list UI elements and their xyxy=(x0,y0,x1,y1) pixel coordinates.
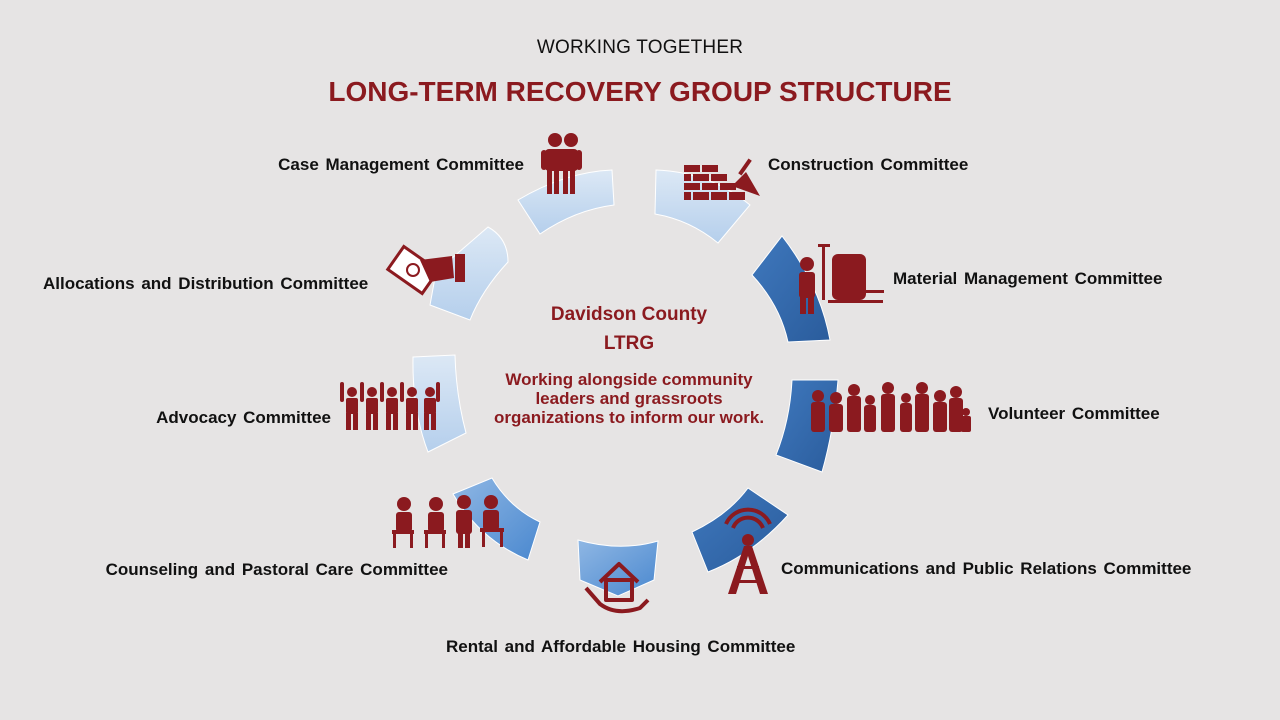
hand-holding-house-icon xyxy=(584,562,650,614)
raised-hands-group-icon xyxy=(340,382,440,430)
label-case-management: Case Management Committee xyxy=(278,155,524,174)
center-abbreviation: LTRG xyxy=(603,333,655,354)
hand-money-icon xyxy=(385,244,465,296)
segment-allocations xyxy=(429,226,509,321)
segment-housing xyxy=(577,539,659,597)
label-advocacy: Advocacy Committee xyxy=(156,408,331,427)
diagram-subtitle: WORKING TOGETHER xyxy=(536,37,744,58)
label-construction: Construction Committee xyxy=(768,155,969,174)
radio-tower-icon xyxy=(724,507,772,594)
label-counseling: Counseling and Pastoral Care Committee xyxy=(105,560,448,579)
diagram-title: LONG-TERM RECOVERY GROUP STRUCTURE xyxy=(328,76,952,107)
label-volunteer: Volunteer Committee xyxy=(988,404,1160,423)
segment-advocacy xyxy=(412,354,467,453)
label-communications: Communications and Public Relations Comm… xyxy=(781,559,1192,578)
center-title: Davidson County xyxy=(550,304,708,325)
people-embracing-icon xyxy=(541,133,582,194)
center-description: Working alongside community leaders and … xyxy=(493,370,765,427)
label-allocations: Allocations and Distribution Committee xyxy=(43,274,369,293)
segment-material-management xyxy=(751,235,831,343)
crowd-icon xyxy=(811,382,971,432)
label-material-management: Material Management Committee xyxy=(893,269,1163,288)
brick-wall-trowel-icon xyxy=(684,158,760,200)
counseling-group-icon xyxy=(392,495,504,548)
segment-communications xyxy=(691,487,789,573)
label-housing: Rental and Affordable Housing Committee xyxy=(446,637,796,656)
worker-water-tank-icon xyxy=(799,244,884,314)
segment-case-management xyxy=(517,169,615,235)
